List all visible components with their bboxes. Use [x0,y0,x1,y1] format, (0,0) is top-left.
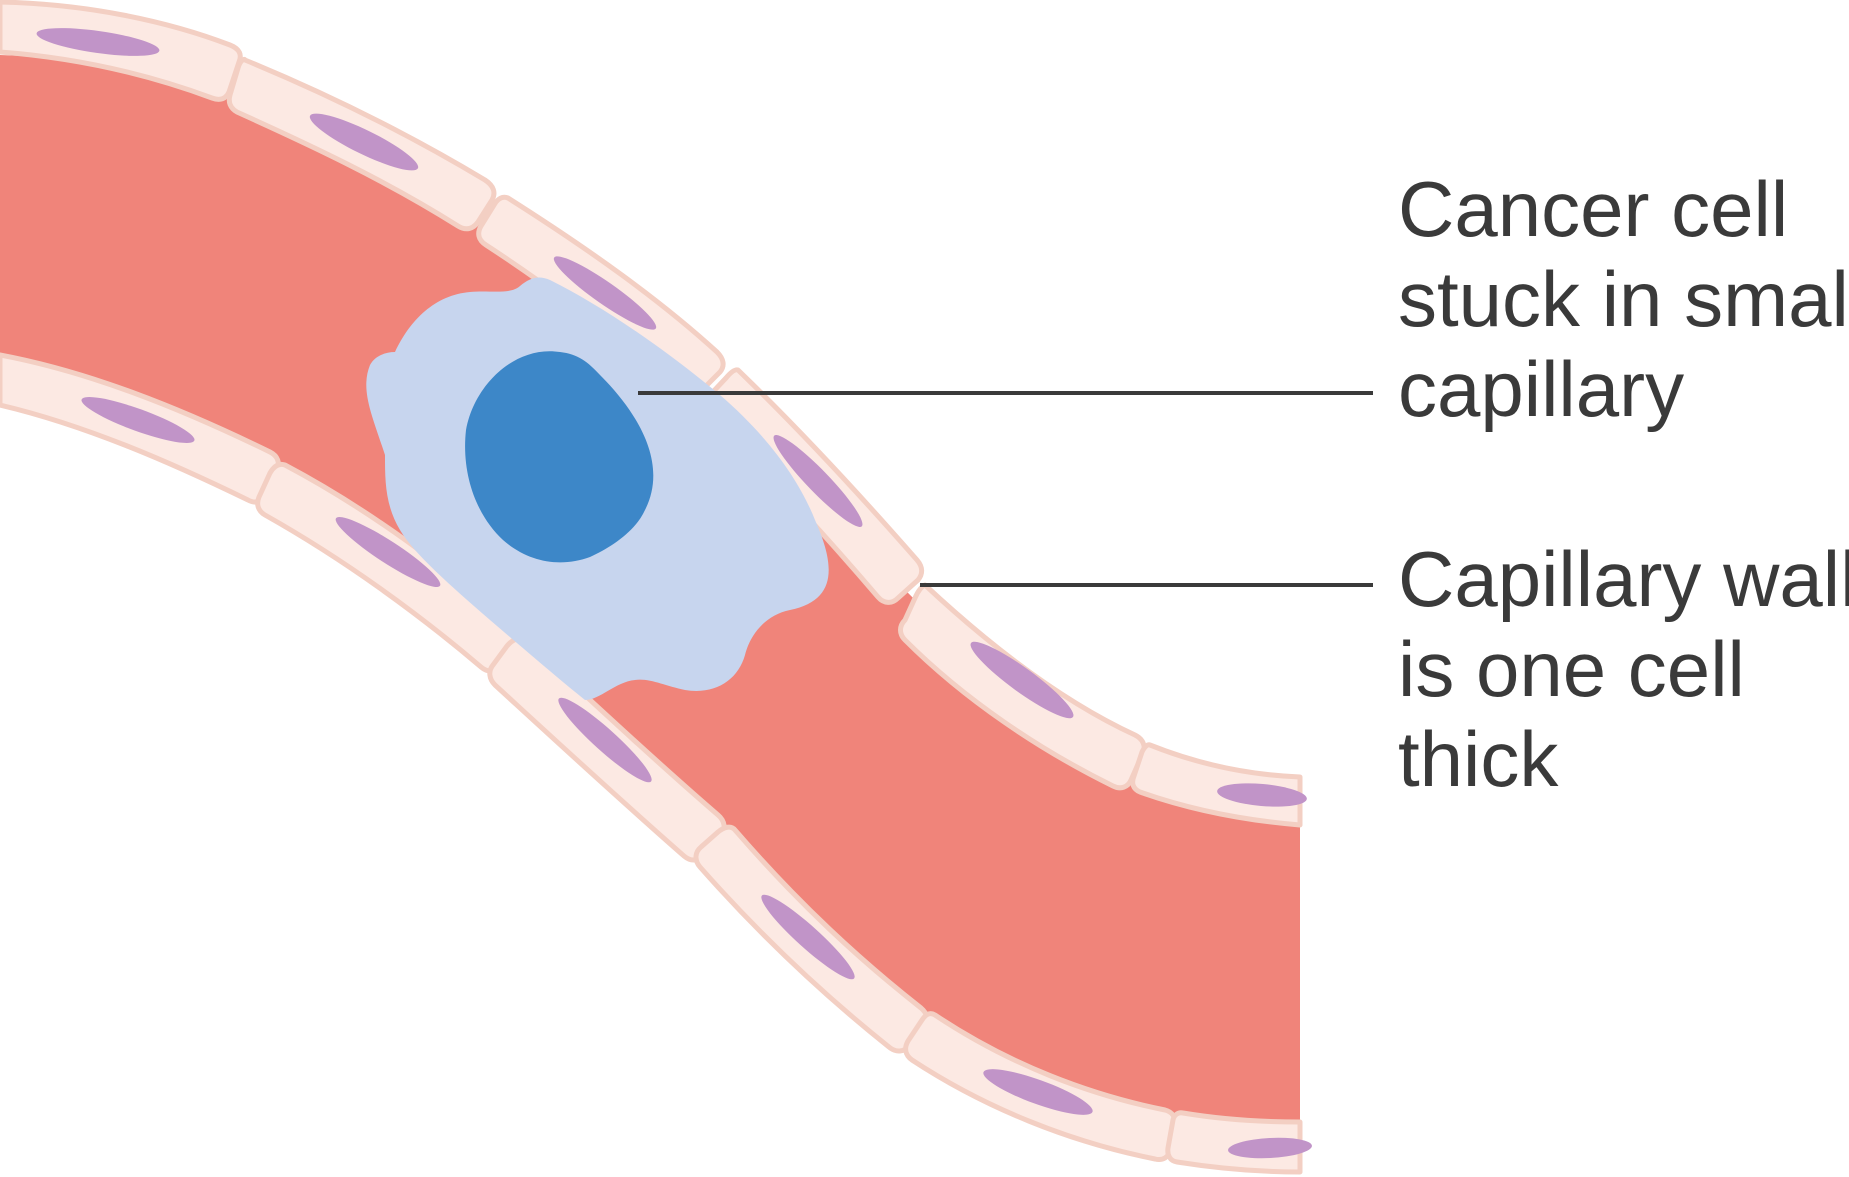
cancer-cell-label-line: stuck in small [1398,255,1849,343]
wall-cell-nucleus [1228,1137,1312,1159]
cancer-cell [366,277,829,700]
cancer-cell-nucleus [465,351,654,563]
wall-cell-nucleus [309,113,419,171]
capillary-wall-label: Capillary wall is one cell thick [1398,535,1849,803]
wall-cell-nucleus [970,641,1074,719]
upper-capillary-wall [0,0,1307,828]
wall-cell-nucleus [761,894,855,980]
wall-cell-nucleus [81,397,195,443]
wall-cell-nucleus [553,256,657,330]
capillary-wall-label-line: Capillary wall [1398,535,1849,623]
capillary-wall-label-line: is one cell [1398,625,1745,713]
wall-cell-nucleus [1217,783,1307,807]
wall-cell-nucleus [335,516,441,588]
capillary-wall-label-line: thick [1398,715,1559,803]
wall-cell-nucleus [558,697,652,783]
cancer-cell-label: Cancer cell stuck in small capillary [1398,165,1849,433]
wall-cell-nucleus [773,435,863,527]
cancer-cell-label-line: capillary [1398,345,1684,433]
wall-cell-nucleus [36,28,160,56]
cancer-cell-label-line: Cancer cell [1398,165,1788,253]
wall-cell-nucleus [983,1069,1093,1115]
